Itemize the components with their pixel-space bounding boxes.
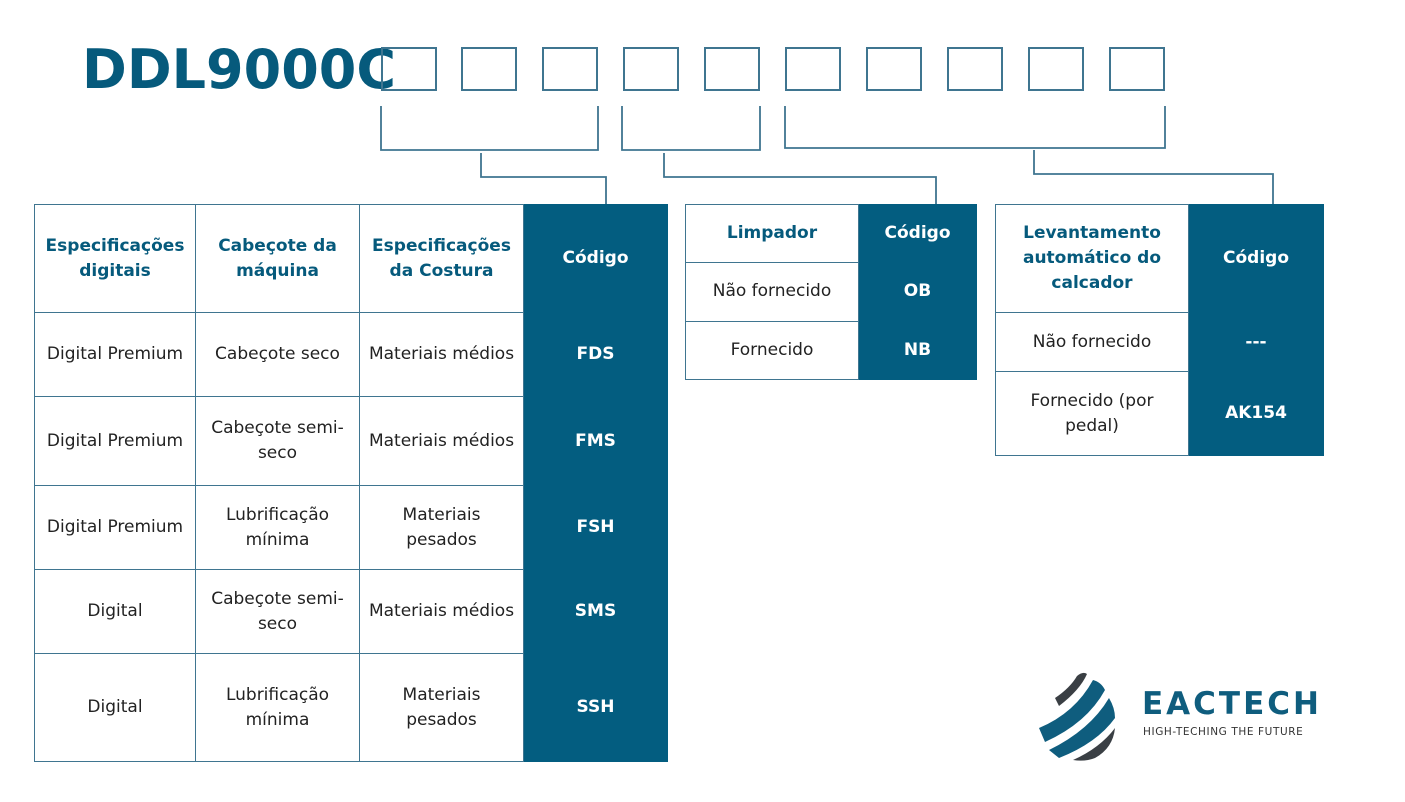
cell: Digital Premium xyxy=(34,485,196,570)
cell: Não fornecido xyxy=(685,262,859,322)
code-slot xyxy=(461,47,517,91)
bracket-1 xyxy=(380,106,599,151)
connector-1 xyxy=(480,153,607,204)
code-cell: AK154 xyxy=(1188,371,1324,456)
code-slot xyxy=(947,47,1003,91)
cell: Materiais médios xyxy=(359,569,524,654)
cell: Materiais médios xyxy=(359,312,524,397)
table-row: Fornecido (por pedal)AK154 xyxy=(995,371,1324,456)
code-cell: SSH xyxy=(523,653,668,762)
cell: Cabeçote semi-seco xyxy=(195,396,360,486)
brand-name: EACTECH xyxy=(1142,686,1322,722)
header: Especificações da Costura xyxy=(359,204,524,313)
cell: Lubrificação mínima xyxy=(195,485,360,570)
header: Levantamento automático do calcador xyxy=(995,204,1189,313)
header: Limpador xyxy=(685,203,859,264)
code-cell: FMS xyxy=(523,396,668,486)
connector-2 xyxy=(663,153,937,204)
cell: Lubrificação mínima xyxy=(195,653,360,762)
code-cell: NB xyxy=(858,320,977,381)
header-code: Código xyxy=(858,203,977,264)
code-slot xyxy=(542,47,598,91)
connector-3 xyxy=(1033,150,1274,204)
cell: Materiais médios xyxy=(359,396,524,486)
code-cell: FDS xyxy=(523,312,668,397)
bracket-connectors xyxy=(380,106,1274,204)
code-slot xyxy=(704,47,760,91)
cell: Fornecido xyxy=(685,320,859,381)
bracket-3 xyxy=(784,106,1166,149)
cell: Materiais pesados xyxy=(359,485,524,570)
cell: Cabeçote seco xyxy=(195,312,360,397)
code-slot xyxy=(623,47,679,91)
cell: Digital Premium xyxy=(34,396,196,486)
brand-tagline: HIGH-TECHING THE FUTURE xyxy=(1143,726,1304,738)
cell: Digital xyxy=(34,653,196,762)
cell: Digital Premium xyxy=(34,312,196,397)
cell: Cabeçote semi-seco xyxy=(195,569,360,654)
code-slot xyxy=(785,47,841,91)
code-slot xyxy=(1028,47,1084,91)
code-cell: SMS xyxy=(523,569,668,654)
code-slot xyxy=(1109,47,1165,91)
bracket-2 xyxy=(621,106,761,151)
header: Cabeçote da máquina xyxy=(195,204,360,313)
header-code: Código xyxy=(1188,204,1324,313)
model-title: DDL9000C xyxy=(82,38,396,101)
header: Especificações digitais xyxy=(34,204,196,313)
table-row: Não fornecido--- xyxy=(995,312,1324,372)
cell: Não fornecido xyxy=(995,312,1189,372)
cell: Materiais pesados xyxy=(359,653,524,762)
code-cell: --- xyxy=(1188,312,1324,372)
cell: Digital xyxy=(34,569,196,654)
code-cell: FSH xyxy=(523,485,668,570)
code-slot xyxy=(381,47,437,91)
cell: Fornecido (por pedal) xyxy=(995,371,1189,456)
eactech-globe-icon xyxy=(1039,672,1115,761)
header-code: Código xyxy=(523,204,668,313)
code-cell: OB xyxy=(858,262,977,322)
code-slot xyxy=(866,47,922,91)
